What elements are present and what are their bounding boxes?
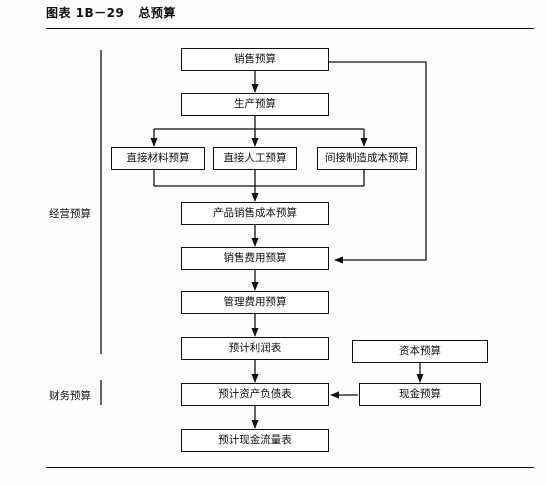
- direct-material-budget-node: 直接材料预算: [111, 147, 205, 170]
- selling-expense-budget-node: 销售费用预算: [181, 247, 329, 270]
- arrow-sales-to-selling-expense: [329, 61, 427, 264]
- top-rule: [46, 28, 534, 29]
- financial-budget-label: 财务预算: [49, 390, 91, 402]
- cogs-budget-node: 产品销售成本预算: [181, 202, 329, 225]
- direct-labor-budget-node: 直接人工预算: [213, 147, 297, 170]
- projected-income-statement-node: 预计利润表: [181, 337, 329, 360]
- figure-title: 总预算: [138, 6, 176, 20]
- figure-number: 图表 1B－29: [46, 6, 125, 20]
- sales-budget-node: 销售预算: [181, 48, 329, 71]
- projected-balance-sheet-node: 预计资产负债表: [181, 383, 329, 406]
- bottom-rule: [46, 467, 534, 468]
- figure-caption: 图表 1B－29 总预算: [46, 4, 176, 21]
- capital-budget-node: 资本预算: [352, 340, 488, 363]
- production-budget-node: 生产预算: [181, 93, 329, 116]
- operating-budget-label: 经营预算: [49, 208, 91, 220]
- admin-expense-budget-node: 管理费用预算: [181, 291, 329, 314]
- overhead-budget-node: 间接制造成本预算: [317, 147, 417, 170]
- cash-budget-node: 现金预算: [359, 383, 481, 406]
- projected-cash-flow-node: 预计现金流量表: [181, 429, 329, 452]
